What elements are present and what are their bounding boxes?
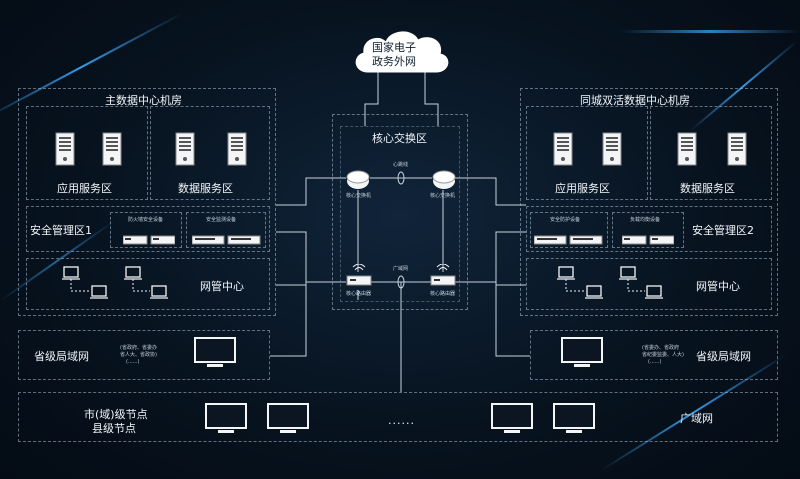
security-device-a-label: 防火墙安全设备 — [128, 217, 164, 223]
server-icon — [727, 132, 747, 170]
app-zone-label: 应用服务区 — [57, 182, 112, 195]
backup-nms-label: 网管中心 — [696, 280, 740, 293]
main-dc-title: 主数据中心机房 — [105, 94, 182, 107]
cloud-icon — [355, 31, 449, 73]
data-zone-label: 数据服务区 — [178, 182, 233, 195]
core-router-right-label: 核心路由器 — [430, 291, 456, 297]
pc-group-icon — [557, 266, 663, 299]
server-icon — [175, 132, 195, 170]
province-lan-right-label: 省级局域网 — [696, 350, 751, 363]
app-zone-box — [26, 106, 148, 200]
firewall-icon — [621, 230, 675, 249]
security-device-b-box — [186, 212, 266, 248]
pc-group-icon — [62, 266, 168, 299]
server-icon — [553, 132, 573, 170]
province-lan-right-box — [530, 330, 778, 380]
province-lan-right-note3: (......) — [648, 359, 662, 365]
security-zone-label: 安全管理区1 — [30, 224, 92, 237]
province-lan-right-note1: (省委办、省政府 — [642, 345, 679, 351]
cloud-label-line1: 国家电子 — [372, 41, 416, 54]
core-router-right-icon — [430, 264, 456, 286]
wan-box — [18, 392, 778, 442]
province-lan-left-note3: (......) — [126, 359, 140, 365]
monitor-icon — [553, 403, 595, 433]
security-zone-box — [26, 206, 270, 252]
backup-security-device-b-box — [612, 212, 684, 248]
core-switch-left-label: 核心交换机 — [346, 193, 372, 199]
province-lan-left-label: 省级局域网 — [34, 350, 89, 363]
server-icon — [677, 132, 697, 170]
wan-label: 广域网 — [680, 412, 713, 425]
monitor-icon — [491, 403, 533, 433]
wan-label-line2: 县级节点 — [92, 422, 136, 435]
backup-dc-title: 同城双活数据中心机房 — [580, 94, 690, 107]
cloud-label-line2: 政务外网 — [372, 55, 416, 68]
firewall-icon — [122, 230, 176, 249]
data-zone-box — [150, 106, 270, 200]
wan-link-label: 广域网 — [393, 266, 409, 272]
core-switch-left-icon — [346, 170, 370, 189]
server-icon — [602, 132, 622, 170]
server-icon — [102, 132, 122, 170]
wan-ellipsis: ...... — [388, 414, 415, 427]
core-zone-title: 核心交换区 — [372, 132, 427, 145]
monitor-icon — [561, 337, 603, 367]
backup-security-zone-box — [526, 206, 772, 252]
security-device-a-box — [110, 212, 182, 248]
province-lan-left-box — [18, 330, 270, 380]
monitor-icon — [267, 403, 309, 433]
core-switch-right-icon — [432, 170, 456, 189]
core-switch-right-label: 核心交换机 — [430, 193, 456, 199]
monitor-icon — [205, 403, 247, 433]
backup-data-zone-box — [650, 106, 772, 200]
backup-security-device-a-box — [530, 212, 608, 248]
core-zone-frame — [332, 114, 468, 310]
core-router-left-icon — [346, 264, 372, 286]
heartbeat-link-label: 心跳线 — [393, 162, 409, 168]
backup-security-zone-label: 安全管理区2 — [692, 224, 754, 237]
backup-security-device-b-label: 负载均衡设备 — [630, 217, 661, 223]
security-device-b-label: 安全监测设备 — [206, 217, 237, 223]
province-lan-right-note2: 省纪委监委、人大) — [642, 352, 684, 358]
backup-nms-box — [526, 258, 772, 310]
backup-dc-frame — [520, 88, 778, 316]
nms-box — [26, 258, 270, 310]
server-icon — [55, 132, 75, 170]
backup-security-device-a-label: 安全防护设备 — [550, 217, 581, 223]
backup-app-zone-label: 应用服务区 — [555, 182, 610, 195]
province-lan-left-note1: (省政府、省委办 — [120, 345, 157, 351]
nms-label: 网管中心 — [200, 280, 244, 293]
monitor-device-icon — [191, 230, 262, 249]
main-dc-frame — [18, 88, 276, 316]
monitor-icon — [194, 337, 236, 367]
wan-label-line1: 市(域)级节点 — [84, 408, 148, 421]
server-icon — [227, 132, 247, 170]
light-streak — [620, 30, 800, 33]
province-lan-left-note2: 省人大、省政协) — [120, 352, 157, 358]
monitor-device-icon — [533, 230, 604, 249]
core-zone-inner — [340, 126, 460, 302]
backup-data-zone-label: 数据服务区 — [680, 182, 735, 195]
core-router-left-label: 核心路由器 — [346, 291, 372, 297]
backup-app-zone-box — [526, 106, 648, 200]
